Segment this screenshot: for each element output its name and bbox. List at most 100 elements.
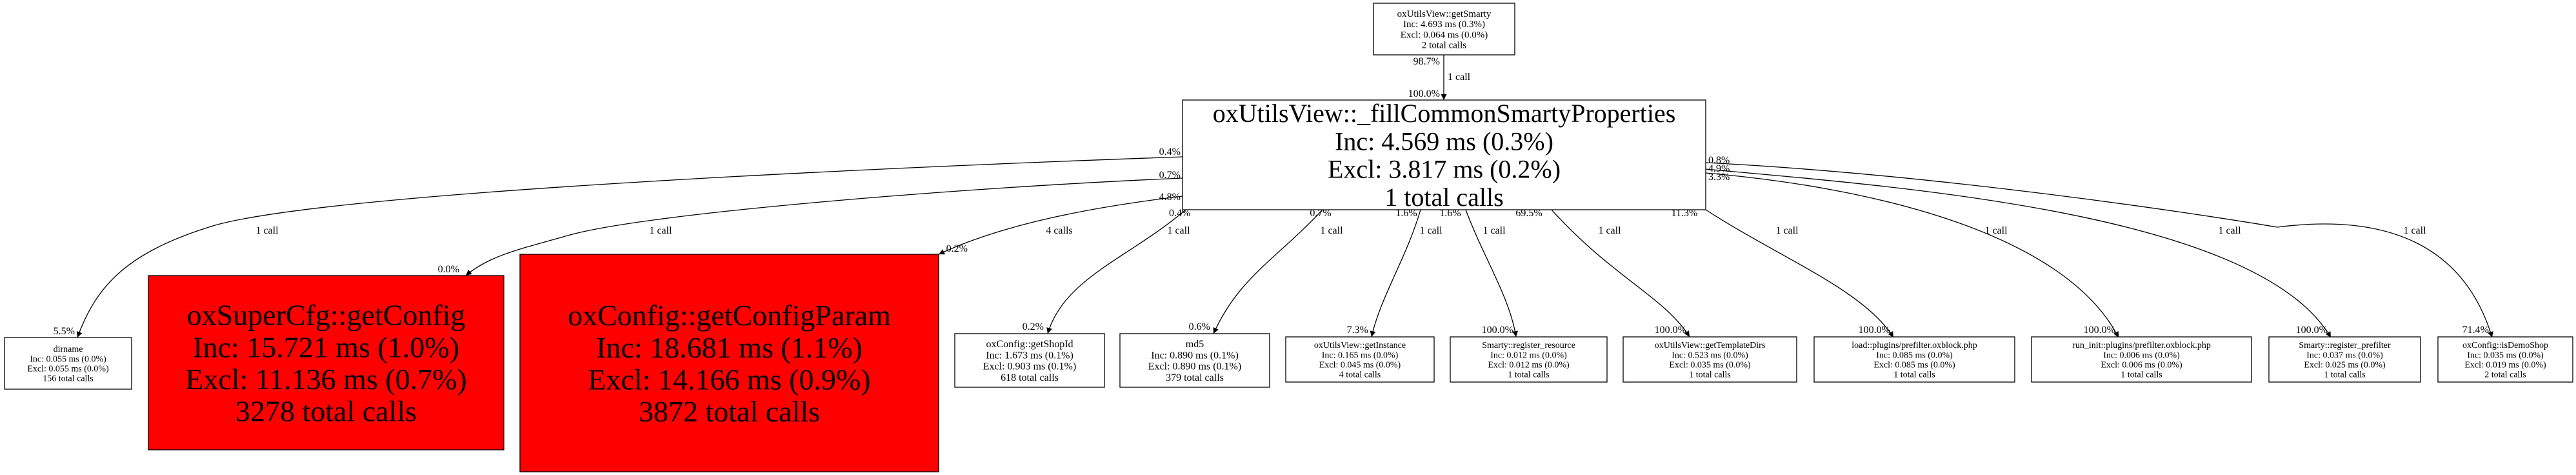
inclusive-time: Inc: 0.055 ms (0.0%)	[30, 354, 106, 364]
function-name: oxConfig::getShopId	[986, 339, 1073, 350]
parent-percent-label: 0.7%	[1159, 170, 1181, 181]
parent-percent-label: 98.7%	[1413, 56, 1440, 67]
edge-line[interactable]	[1465, 209, 1519, 338]
function-node-runInit[interactable]: run_init::plugins/prefilter.oxblock.phpI…	[2031, 336, 2252, 383]
node-box[interactable]	[2031, 336, 2252, 383]
parent-percent-label: 1.6%	[1439, 208, 1461, 219]
parent-percent-label: 4.8%	[1159, 192, 1181, 203]
child-percent-label: 100.0%	[1482, 325, 1513, 336]
call-edge-main-to-registerResource[interactable]: 1.6% 1 call 100.0%	[1439, 208, 1519, 338]
node-box[interactable]	[4, 337, 132, 390]
node-box[interactable]	[2268, 336, 2421, 383]
edge-line[interactable]	[938, 196, 1183, 255]
total-calls: 2 total calls	[1422, 41, 1466, 51]
node-box[interactable]	[954, 333, 1105, 388]
function-node-load[interactable]: load::plugins/prefilter.oxblock.phpInc: …	[1813, 336, 2015, 383]
function-name: dirname	[54, 345, 83, 354]
edge-line[interactable]	[1705, 168, 2331, 338]
exclusive-time: Excl: 0.903 ms (0.1%)	[983, 361, 1076, 372]
exclusive-time: Excl: 0.064 ms (0.0%)	[1401, 30, 1488, 40]
node-box[interactable]	[1182, 99, 1706, 210]
node-box[interactable]	[1285, 336, 1435, 383]
edge-line[interactable]	[1705, 209, 1894, 338]
function-node-main[interactable]: oxUtilsView::_fillCommonSmartyProperties…	[1182, 99, 1706, 212]
node-box[interactable]	[2437, 336, 2573, 383]
edge-line[interactable]	[1046, 209, 1186, 334]
inclusive-time: Inc: 0.037 ms (0.0%)	[2306, 350, 2383, 360]
child-percent-label: 0.2%	[946, 243, 968, 254]
inclusive-time: Inc: 18.681 ms (1.1%)	[596, 331, 863, 364]
call-count-label: 1 call	[1320, 225, 1343, 236]
child-percent-label: 100.0%	[2296, 325, 2328, 336]
total-calls: 1 total calls	[1384, 183, 1503, 212]
edge-line[interactable]	[1705, 172, 2119, 338]
exclusive-time: Excl: 0.006 ms (0.0%)	[2101, 360, 2182, 370]
call-count-label: 1 call	[1167, 225, 1190, 236]
edge-line[interactable]	[1705, 162, 2493, 338]
call-count-label: 1 call	[1483, 225, 1506, 236]
function-name: oxUtilsView::getTemplateDirs	[1655, 341, 1766, 350]
child-percent-label: 0.6%	[1189, 321, 1210, 332]
edge-line[interactable]	[465, 177, 1183, 276]
inclusive-time: Inc: 15.721 ms (1.0%)	[193, 330, 459, 363]
node-box[interactable]	[1450, 336, 1608, 383]
node-box[interactable]	[148, 275, 504, 450]
exclusive-time: Excl: 14.166 ms (0.9%)	[588, 363, 870, 396]
exclusive-time: Excl: 0.045 ms (0.0%)	[1319, 360, 1401, 370]
function-name: oxUtilsView::_fillCommonSmartyProperties	[1213, 99, 1676, 128]
node-box[interactable]	[1813, 336, 2015, 383]
exclusive-time: Excl: 0.025 ms (0.0%)	[2304, 360, 2386, 370]
node-box[interactable]	[1622, 336, 1797, 383]
parent-percent-label: 1.6%	[1395, 208, 1417, 219]
node-box[interactable]	[1119, 333, 1270, 388]
total-calls: 1 total calls	[1893, 370, 1935, 380]
total-calls: 1 total calls	[2121, 370, 2162, 380]
function-name: oxSuperCfg::getConfig	[187, 299, 466, 332]
call-count-label: 1 call	[1984, 225, 2008, 236]
exclusive-time: Excl: 0.012 ms (0.0%)	[1488, 360, 1570, 370]
function-name: md5	[1186, 339, 1204, 350]
total-calls: 3872 total calls	[639, 395, 820, 428]
call-count-label: 1 call	[1419, 225, 1443, 236]
parent-percent-label: 69.5%	[1515, 208, 1542, 219]
inclusive-time: Inc: 0.006 ms (0.0%)	[2103, 350, 2180, 360]
parent-percent-label: 0.8%	[1708, 155, 1730, 166]
edge-line[interactable]	[1213, 209, 1323, 334]
node-box[interactable]	[519, 254, 939, 472]
function-name: oxUtilsView::getInstance	[1314, 341, 1406, 350]
exclusive-time: Excl: 0.890 ms (0.1%)	[1148, 361, 1241, 372]
edge-line[interactable]	[1551, 209, 1690, 338]
edge-line[interactable]	[1370, 209, 1421, 338]
edge-line[interactable]	[76, 156, 1183, 338]
inclusive-time: Inc: 0.890 ms (0.1%)	[1151, 350, 1239, 361]
function-name: load::plugins/prefilter.oxblock.php	[1852, 341, 1977, 350]
child-percent-label: 7.3%	[1347, 325, 1368, 336]
node-box[interactable]	[1373, 3, 1515, 56]
call-edge-main-to-getInstance[interactable]: 1.6%1 call 7.3%	[1347, 208, 1443, 338]
total-calls: 156 total calls	[43, 374, 94, 384]
inclusive-time: Inc: 0.012 ms (0.0%)	[1490, 350, 1567, 360]
